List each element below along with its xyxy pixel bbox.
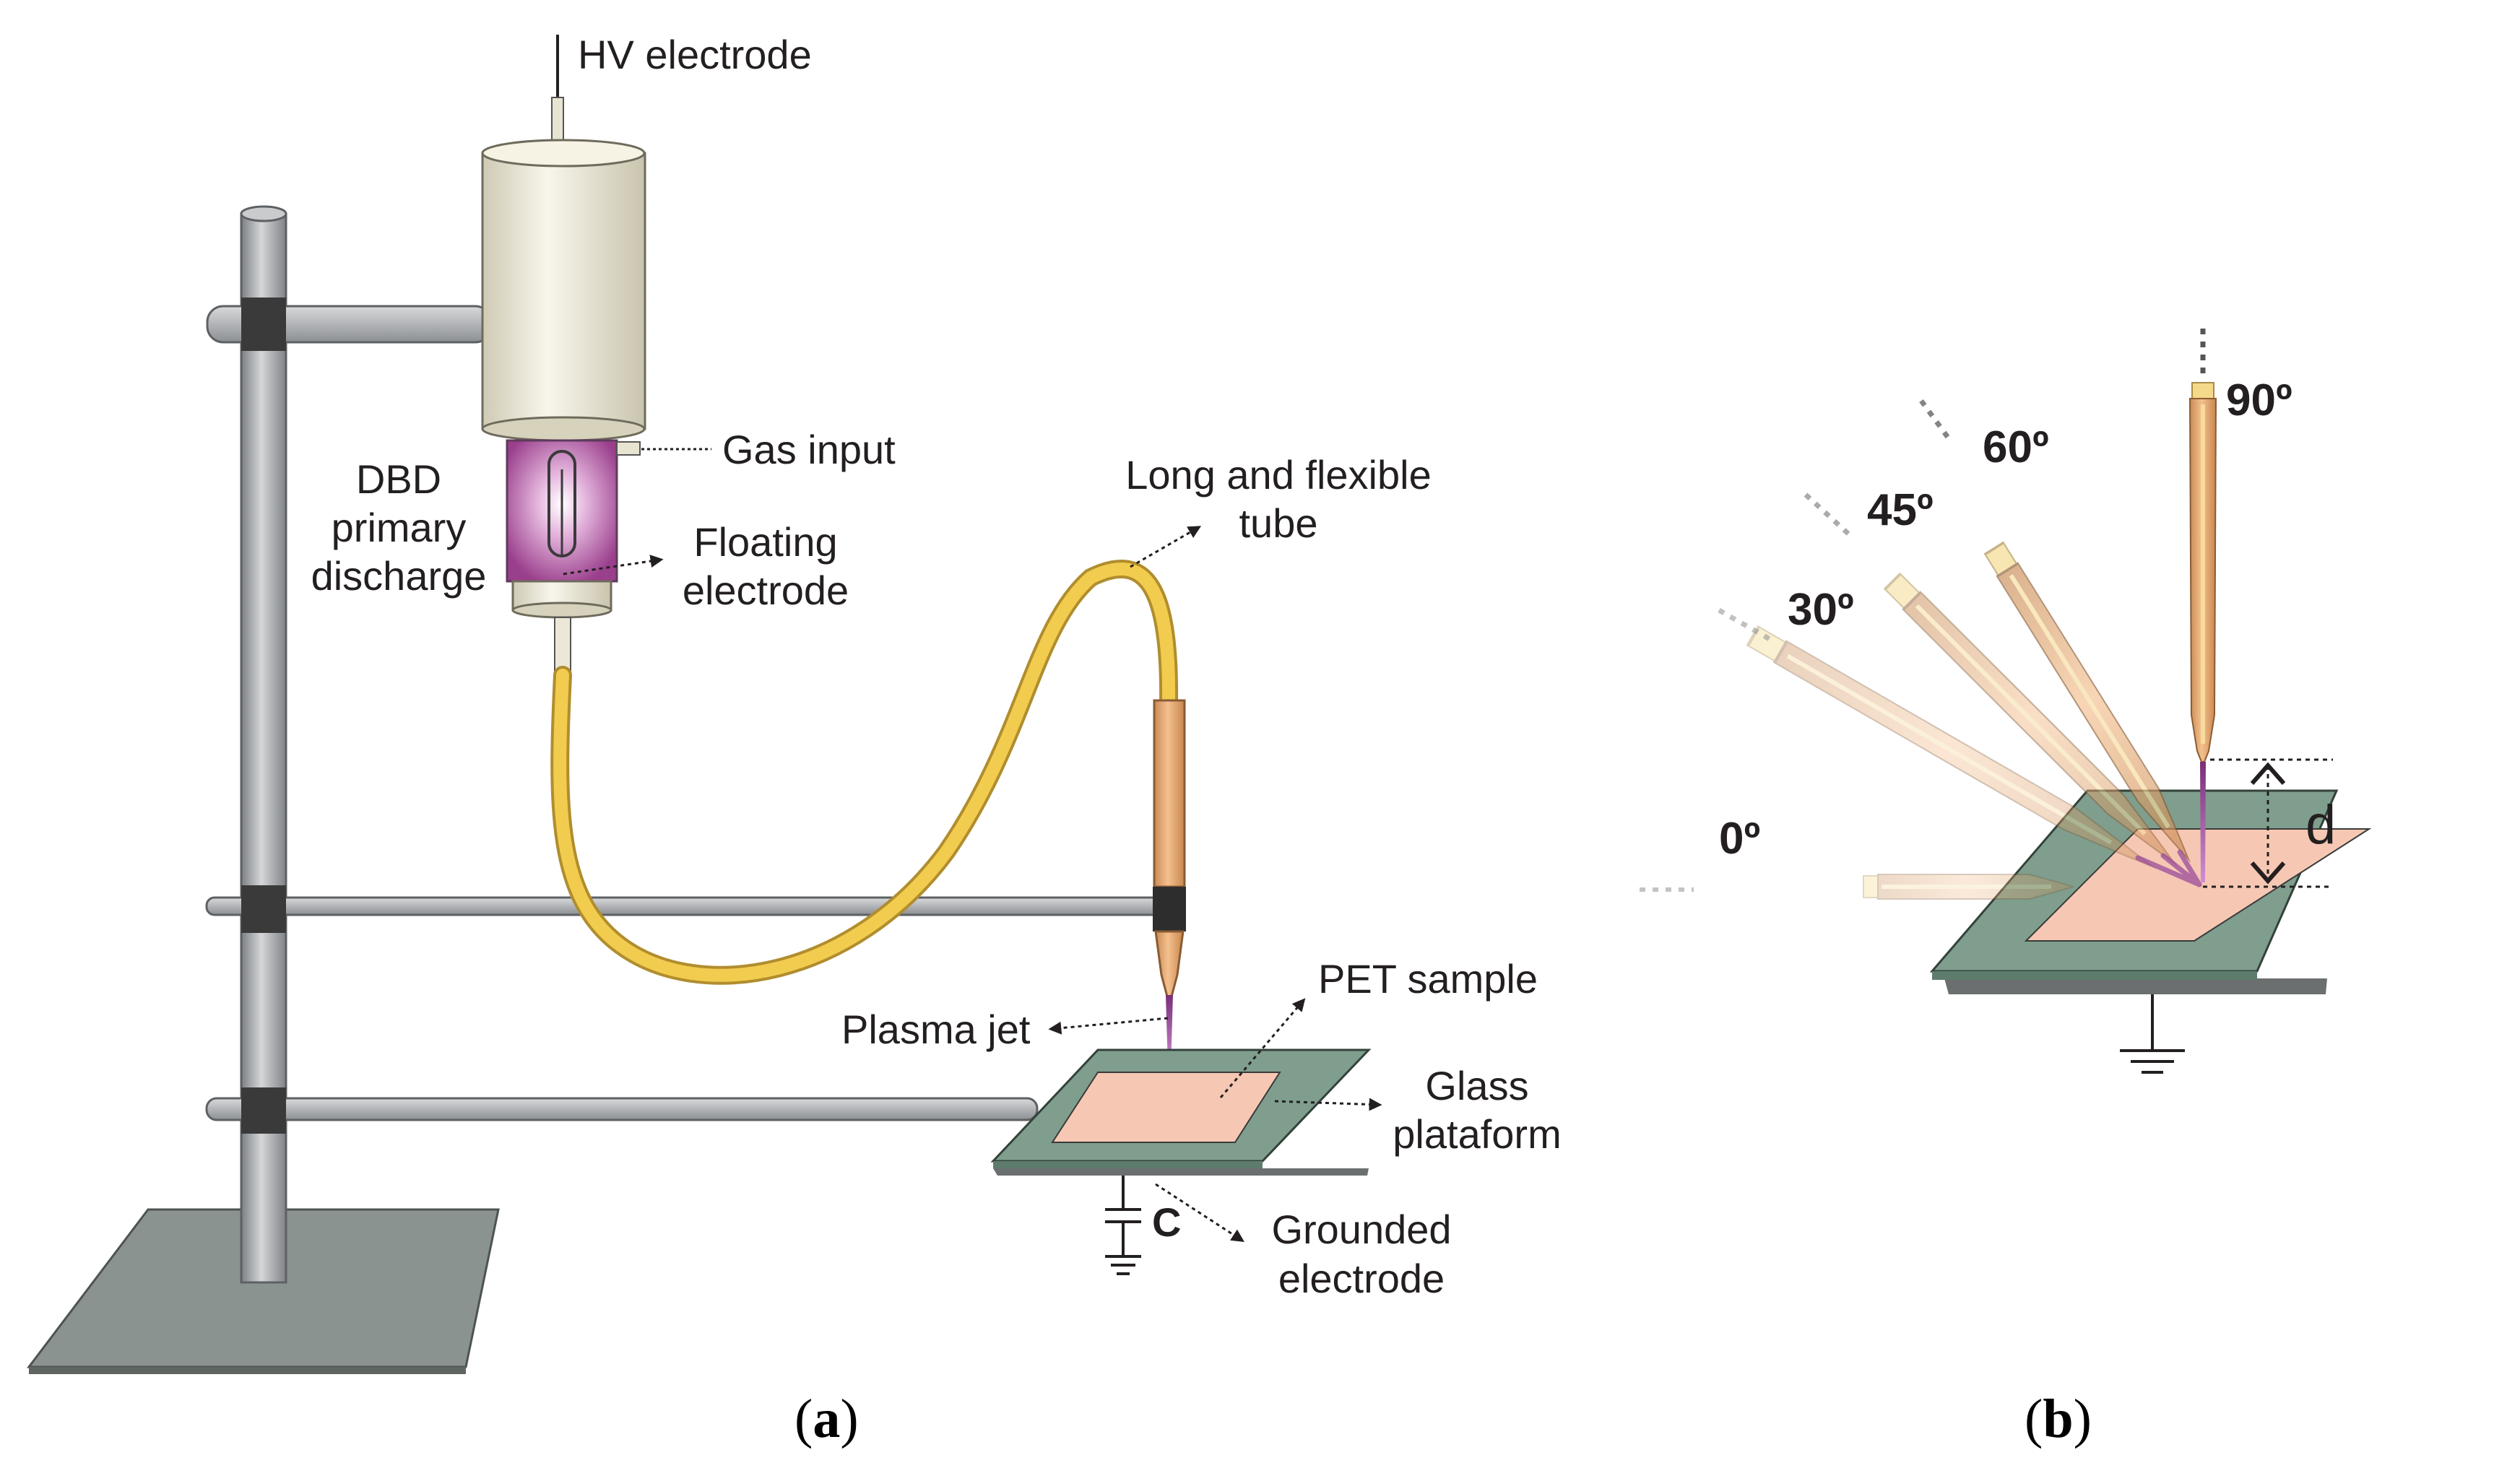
ground-symbol-a — [1105, 1255, 1141, 1275]
arm-bottom — [205, 1097, 1039, 1121]
label-capacitor: C — [1152, 1199, 1181, 1245]
pet-sample-a — [1051, 1072, 1281, 1143]
clamp-top — [241, 297, 286, 351]
nozzle-30deg-dots — [1718, 607, 1771, 642]
nozzle-60deg-dots — [1919, 399, 1952, 443]
nozzle-45deg-dots — [1804, 492, 1851, 537]
panel-b: d 0º 30º 45º 60º 90º (b) — [1640, 329, 2372, 1449]
label-distance-d: d — [2305, 794, 2336, 856]
label-gas-input: Gas input — [722, 427, 896, 472]
flexible-tube — [550, 560, 1179, 985]
label-angle-0: 0º — [1719, 814, 1760, 864]
nozzle-0deg — [1863, 874, 2073, 899]
label-tube-line1: Long and flexible — [1125, 452, 1431, 498]
ground-symbol-b — [2120, 994, 2185, 1074]
dbd-discharge-chamber — [506, 439, 618, 619]
label-floating-line1: Floating — [693, 519, 837, 565]
caption-b-close: ) — [2074, 1389, 2092, 1449]
label-glass-line2: plataform — [1393, 1111, 1561, 1157]
label-angle-45: 45º — [1867, 485, 1934, 535]
arm-middle — [205, 896, 1185, 916]
label-angle-90: 90º — [2226, 375, 2292, 425]
caption-a-close: ) — [840, 1389, 858, 1449]
gas-input-port — [616, 441, 641, 456]
label-hv-electrode: HV electrode — [578, 32, 812, 77]
clamp-middle — [241, 885, 286, 933]
label-tube-line2: tube — [1239, 500, 1318, 546]
plasma-pen-nozzle — [1153, 699, 1186, 998]
caption-a: (a) — [794, 1389, 859, 1449]
angled-plasma-streaks — [2135, 849, 2202, 887]
capacitor-symbol — [1105, 1176, 1141, 1256]
label-dbd-line1: DBD — [356, 456, 441, 502]
stand-base-edge — [29, 1367, 466, 1374]
clamp-bottom — [241, 1087, 286, 1134]
caption-a-letter: a — [813, 1389, 840, 1449]
panel-a: HV electrode Gas input DBD primary disch… — [26, 32, 1562, 1449]
reactor-cylinder — [481, 139, 646, 442]
label-glass-line1: Glass — [1425, 1063, 1528, 1108]
leader-arrows-a — [563, 526, 1382, 1242]
caption-b: (b) — [2025, 1389, 2092, 1449]
label-angle-60: 60º — [1983, 422, 2049, 472]
label-angle-30: 30º — [1788, 585, 1854, 635]
label-plasma-jet: Plasma jet — [841, 1007, 1031, 1052]
label-floating-line2: electrode — [683, 568, 849, 613]
caption-b-letter: b — [2043, 1389, 2073, 1449]
nozzle-90deg — [2188, 382, 2217, 882]
distance-indicator — [2203, 758, 2333, 888]
caption-a-open: ( — [794, 1389, 813, 1449]
label-pet-sample: PET sample — [1318, 956, 1538, 1002]
label-grounded-line2: electrode — [1278, 1256, 1445, 1301]
nozzle-30deg — [1747, 625, 2159, 877]
label-grounded-line1: Grounded — [1271, 1207, 1451, 1252]
caption-b-open: ( — [2025, 1389, 2043, 1449]
label-dbd-line3: discharge — [311, 553, 487, 599]
label-dbd-line2: primary — [332, 505, 467, 550]
